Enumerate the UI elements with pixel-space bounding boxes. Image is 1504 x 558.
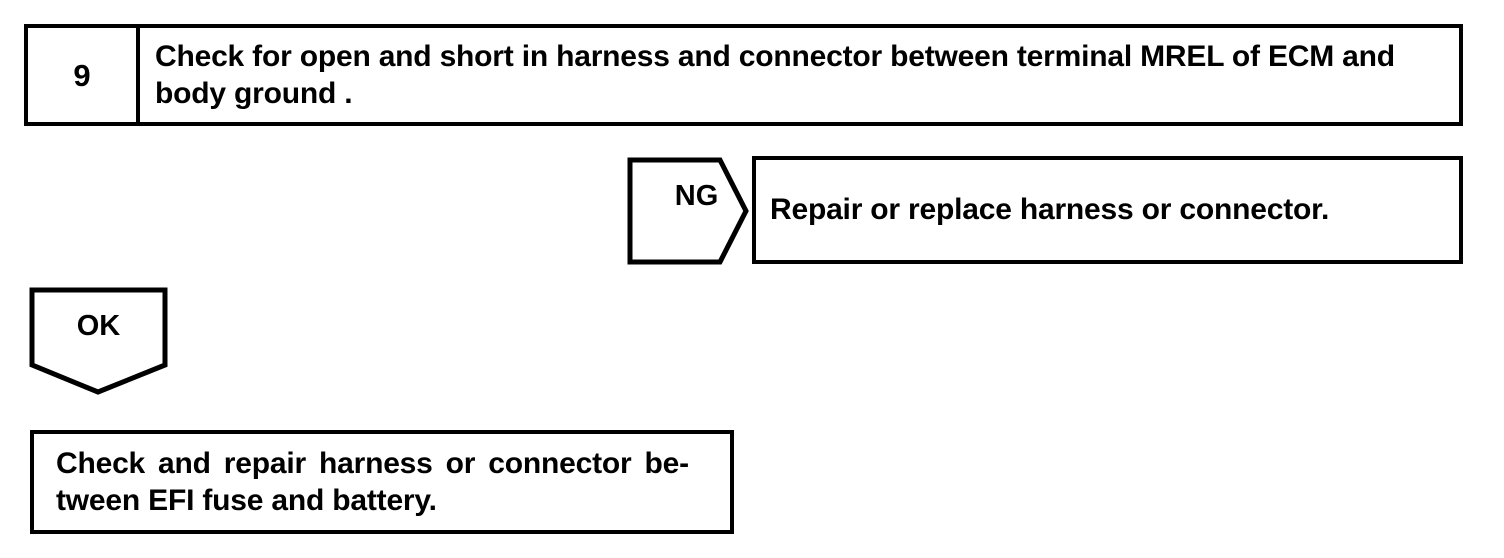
ng-outcome-box: Repair or replace harness or connector. [752, 156, 1463, 264]
step-instruction-text: Check for open and short in harness and … [155, 38, 1445, 112]
step-number-cell: 9 [28, 28, 140, 122]
step-number: 9 [73, 57, 91, 93]
ng-branch-label: NG [674, 179, 719, 212]
ok-outcome-word-4: harness [318, 447, 433, 480]
ok-outcome-line-1: Check and repair harness or connector be- [56, 445, 706, 482]
ng-branch-arrow: NG [627, 157, 749, 265]
step-instruction-line-2: ECM and body ground . [155, 40, 1395, 110]
ok-outcome-box: Check and repair harness or connector be- twee… [30, 430, 734, 534]
ok-outcome-line-2: tween EFI fuse and battery. [56, 484, 437, 517]
ok-outcome-word-7: be- [644, 447, 690, 480]
ok-outcome-word-1: Check [56, 447, 146, 480]
step-instruction-line-1: Check for open and short in harness and … [155, 40, 1260, 73]
ok-outcome-word-2: and [158, 447, 211, 480]
ok-branch-arrow: OK [29, 287, 168, 395]
ok-outcome-word-5: or [445, 447, 476, 480]
ok-outcome-text: Check and repair harness or connector be- twee… [56, 445, 706, 519]
ng-outcome-text: Repair or replace harness or connector. [770, 193, 1330, 226]
ok-outcome-word-6: connector [488, 447, 632, 480]
pentagon-arrow-right-icon [627, 157, 749, 265]
ok-branch-label: OK [76, 309, 121, 342]
step-header-box: 9 Check for open and short in harness an… [24, 24, 1463, 126]
pentagon-arrow-down-icon [29, 287, 168, 395]
ok-outcome-word-3: repair [223, 447, 306, 480]
